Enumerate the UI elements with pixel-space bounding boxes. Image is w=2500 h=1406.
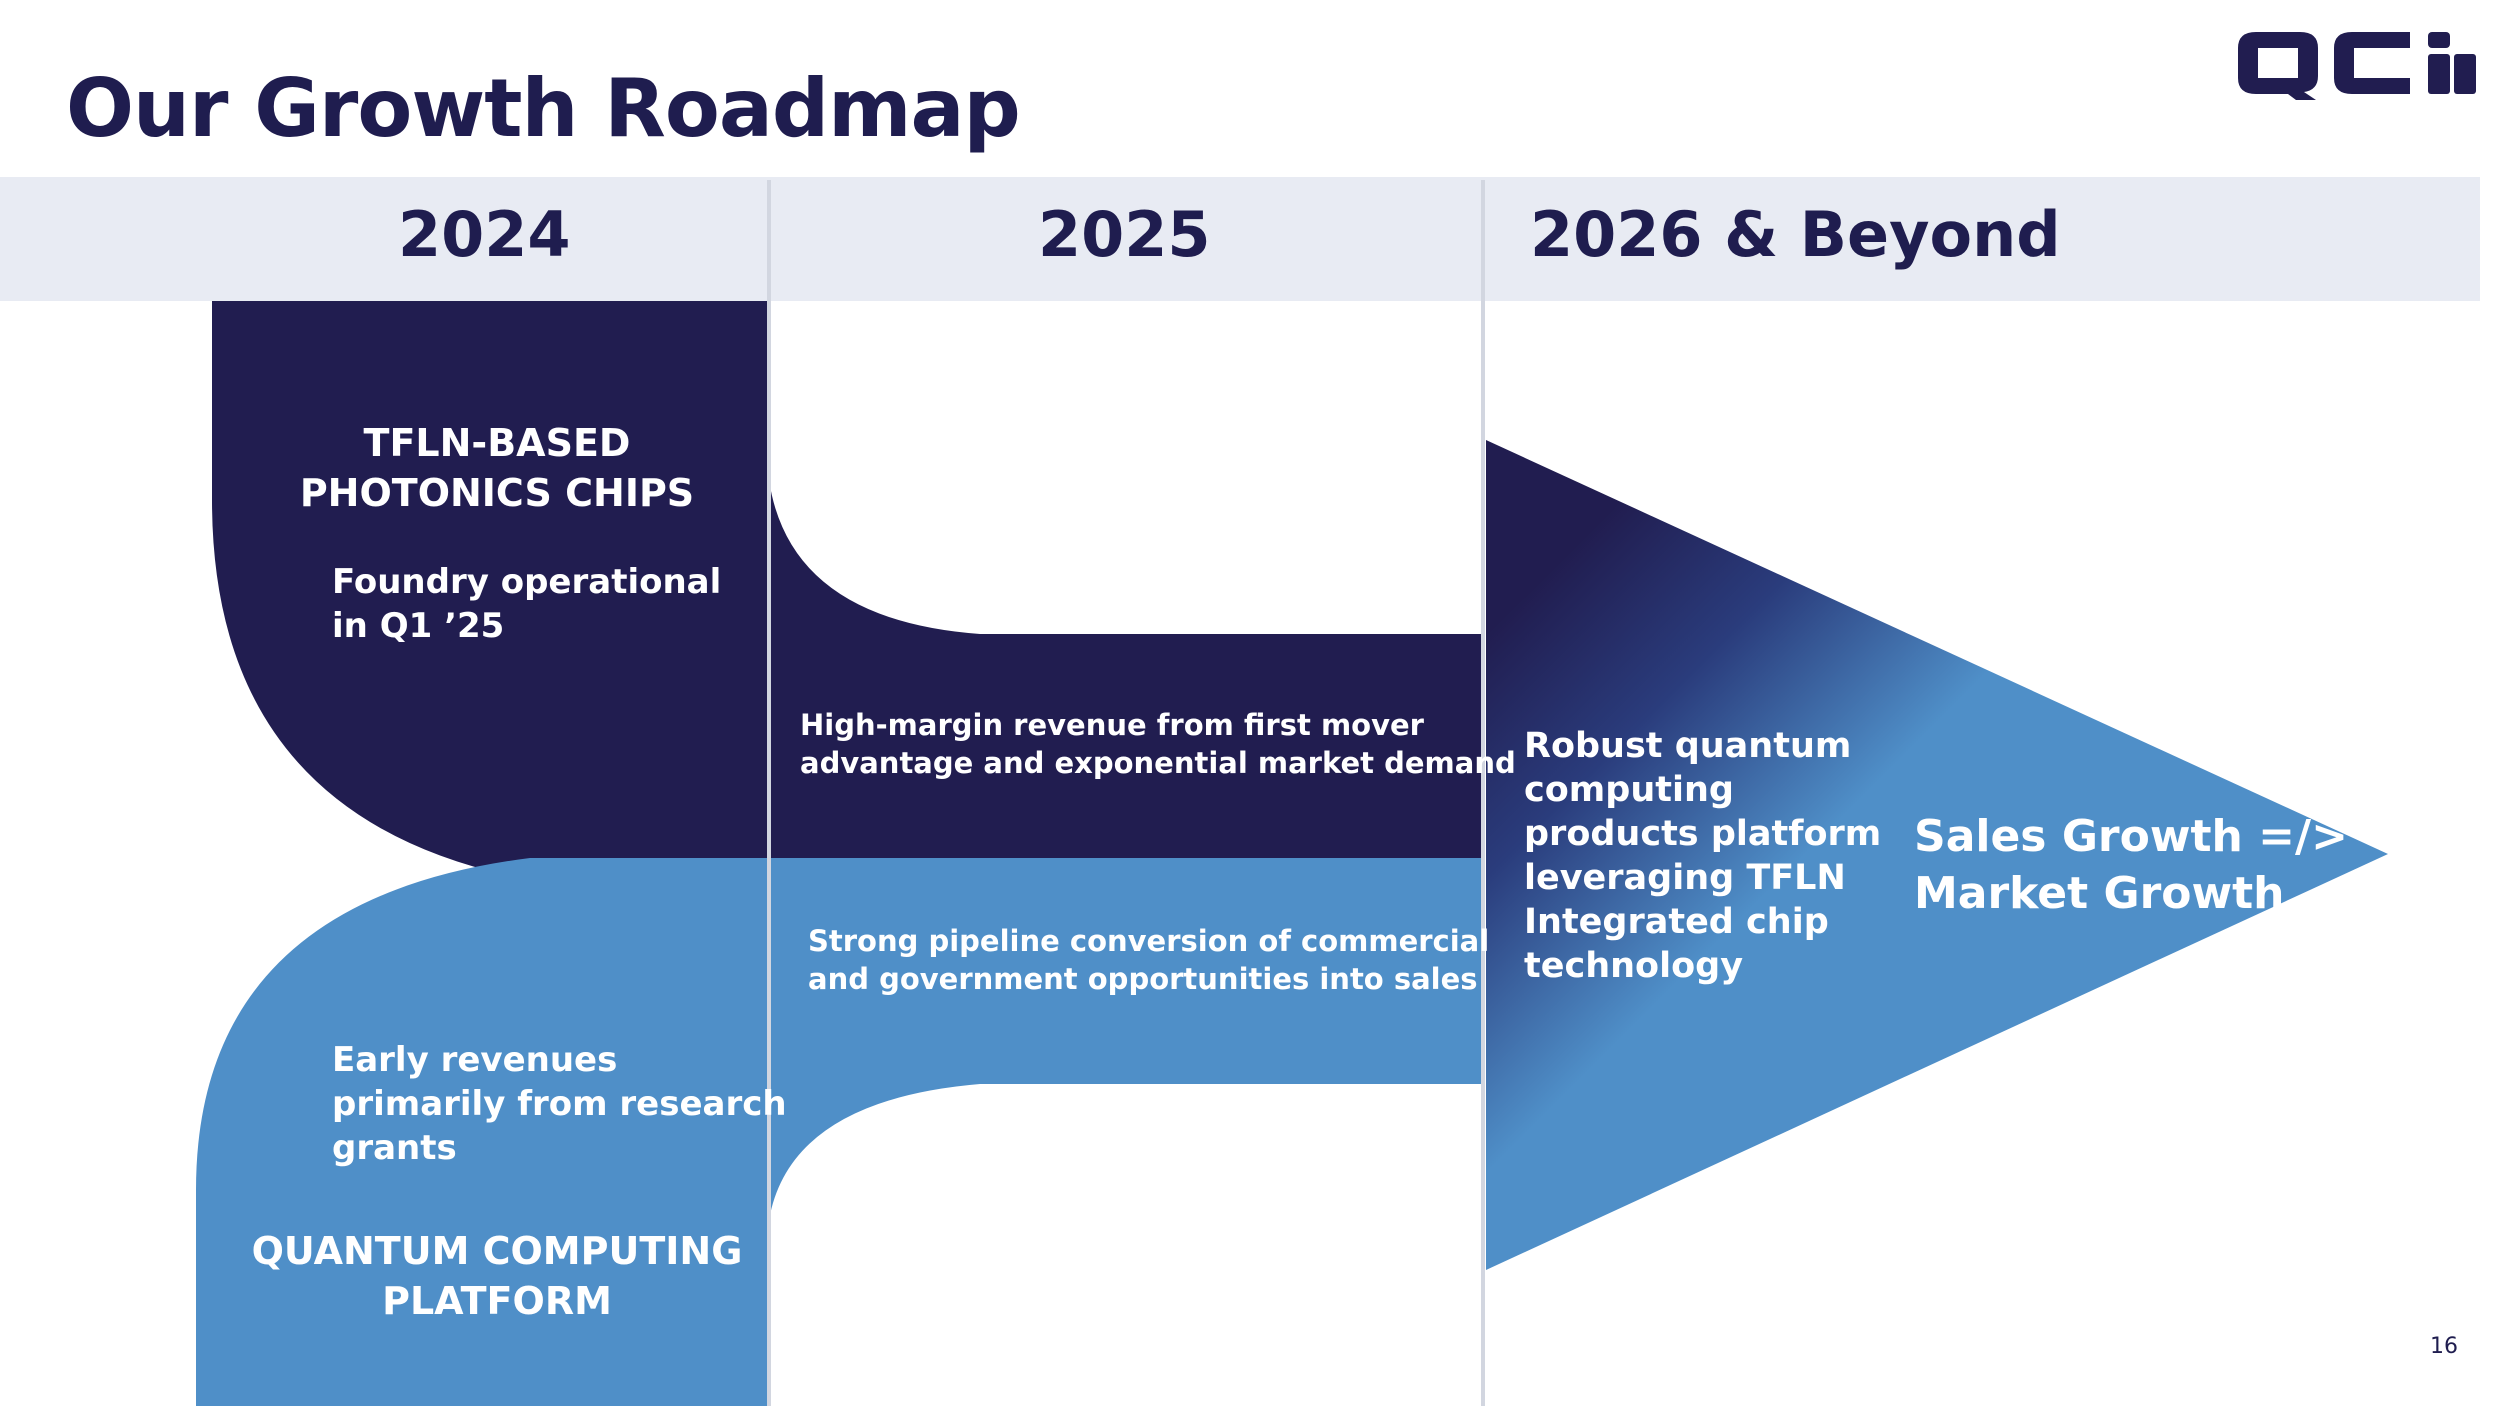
quantum-title-line-2: PLATFORM [382,1279,612,1323]
divider-1 [767,180,771,1406]
quantum-note-line-2: primarily from research [332,1084,787,1124]
photonics-note-line-1: Foundry operational [332,562,722,602]
quantum-platform-track [196,858,1483,1406]
photonics-next-line-2: advantage and exponential market demand [800,746,1516,780]
growth-line-2: Market Growth [1914,868,2285,919]
photonics-2025-note: High-margin revenue from first mover adv… [800,706,1516,782]
qci-logo-letters [2238,32,2476,100]
growth-statement: Sales Growth =/> Market Growth [1914,808,2348,922]
column-2026-label: 2026 & Beyond [1530,198,2061,271]
future-line-1: Robust quantum [1524,726,1852,766]
photonics-chips-track [212,301,1483,880]
quantum-note-line-1: Early revenues [332,1040,618,1080]
photonics-chips-title: TFLN-BASED PHOTONICS CHIPS [262,418,732,518]
future-line-6: technology [1524,946,1744,986]
quantum-next-line-1: Strong pipeline conversion of commercial [808,924,1490,958]
photonics-title-line-2: PHOTONICS CHIPS [299,471,695,515]
qci-logo-icon [2238,32,2476,100]
timeline-header-band [0,177,2480,301]
quantum-revenue-note: Early revenues primarily from research g… [332,1038,787,1170]
divider-2 [1481,180,1485,1406]
photonics-note-line-2: in Q1 ’25 [332,606,505,646]
photonics-title-line-1: TFLN-BASED [363,421,631,465]
photonics-foundry-note: Foundry operational in Q1 ’25 [332,560,721,648]
future-growth-arrow [1486,440,2388,1270]
growth-line-1: Sales Growth =/> [1914,811,2348,862]
page-number: 16 [2430,1334,2458,1359]
future-line-5: Integrated chip [1524,902,1829,942]
future-line-3: products platform [1524,814,1882,854]
quantum-2025-note: Strong pipeline conversion of commercial… [808,922,1489,998]
future-line-2: computing [1524,770,1734,810]
future-line-4: leveraging TFLN [1524,858,1846,898]
quantum-next-line-2: and government opportunities into sales [808,962,1478,996]
quantum-note-line-3: grants [332,1128,457,1168]
quantum-title-line-1: QUANTUM COMPUTING [251,1229,743,1273]
column-2024-label: 2024 [398,198,571,271]
quantum-platform-title: QUANTUM COMPUTING PLATFORM [222,1226,772,1326]
column-2025-label: 2025 [1038,198,1211,271]
future-platform-note: Robust quantum computing products platfo… [1524,724,1881,988]
photonics-next-line-1: High-margin revenue from first mover [800,708,1424,742]
page-title: Our Growth Roadmap [66,62,1021,155]
